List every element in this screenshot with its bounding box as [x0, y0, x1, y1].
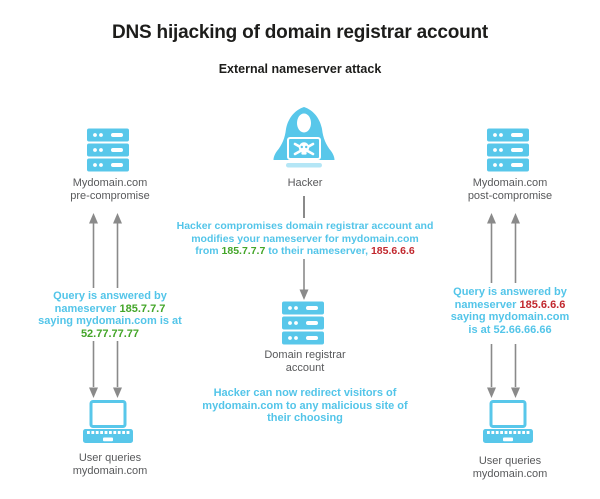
server-stack-icon [282, 301, 324, 345]
malicious-site-ip: 52.66.66.66 [493, 323, 552, 336]
registrar-label: Domain registrar account [264, 349, 346, 374]
old-nameserver-ip: 185.7.7.7 [119, 302, 166, 315]
right-server-label: Mydomain.com post-compromise [467, 177, 553, 202]
server-stack-icon [87, 128, 129, 172]
double-headed-vertical-arrows-icon [487, 344, 520, 398]
right-user-label: User queries mydomain.com [472, 455, 548, 480]
double-headed-vertical-arrows-icon [487, 213, 520, 283]
hacker-label: Hacker [287, 177, 323, 189]
malicious-nameserver-ip: 185.6.6.6 [519, 298, 566, 311]
server-stack-icon [487, 128, 529, 172]
laptop-icon [483, 400, 533, 443]
redirect-note: Hacker can now redirect visitors of mydo… [202, 387, 408, 424]
left-user-label: User queries mydomain.com [72, 452, 148, 477]
connector-line [303, 196, 305, 218]
left-query-note: Query is answered by nameserver 185.7.7.… [10, 290, 210, 340]
old-nameserver-ip: 185.7.7.7 [221, 245, 266, 257]
down-arrow-icon [299, 259, 309, 300]
double-headed-vertical-arrows-icon [89, 213, 122, 288]
double-headed-vertical-arrows-icon [89, 341, 122, 398]
malicious-nameserver-ip: 185.6.6.6 [370, 245, 415, 257]
compromise-note: Hacker compromises domain registrar acco… [176, 220, 434, 257]
right-query-note: Query is answered by nameserver 185.6.6.… [450, 286, 570, 336]
page-subtitle: External nameserver attack [218, 62, 382, 76]
page-title: DNS hijacking of domain registrar accoun… [111, 22, 489, 43]
hacker-hoodie-skull-laptop-icon [273, 107, 335, 168]
left-server-label: Mydomain.com pre-compromise [70, 177, 150, 202]
original-site-ip: 52.77.77.77 [80, 327, 140, 340]
laptop-icon [83, 400, 133, 443]
